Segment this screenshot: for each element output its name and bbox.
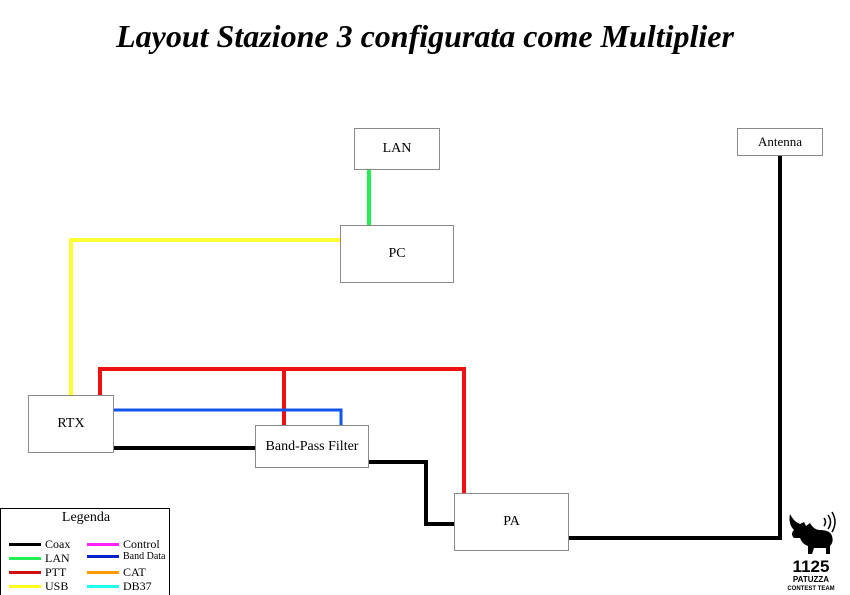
diagram-title: Layout Stazione 3 configurata come Multi… — [116, 18, 734, 54]
lan-node-label: LAN — [382, 141, 412, 156]
legend-title: Legenda — [61, 510, 111, 525]
pc-node: PC — [340, 225, 454, 283]
legend-item-db37: DB37 — [87, 579, 152, 594]
legend-label: LAN — [45, 551, 70, 565]
legend-item-ptt: PTT — [9, 565, 66, 580]
legend-label: DB37 — [123, 579, 152, 593]
legend-item-cat: CAT — [87, 565, 146, 580]
legend-swatch — [87, 585, 119, 588]
legend-item-control: Control — [87, 537, 160, 552]
legend-item-usb: USB — [9, 579, 68, 594]
legend-swatch — [9, 585, 41, 588]
logo-line2: CONTEST TEAM — [787, 586, 834, 592]
legend-swatch — [9, 557, 41, 560]
pc-node-label: PC — [388, 246, 406, 261]
legend-label: USB — [45, 579, 69, 593]
legend-swatch — [87, 571, 119, 574]
legend-swatch — [87, 543, 119, 546]
legend: Legenda Coax LAN PTT USB Control Band Da… — [0, 508, 170, 595]
legend-item-coax: Coax — [9, 537, 70, 552]
usb-cable — [69, 238, 341, 396]
rtx-node: RTX — [28, 395, 114, 453]
patuzza-logo: 1125 PATUZZA CONTEST TEAM — [787, 511, 836, 592]
legend-item-band-data: Band Data — [87, 551, 166, 562]
lan-node: LAN — [354, 128, 440, 170]
antenna-node: Antenna — [737, 128, 823, 156]
logo-line1: PATUZZA — [793, 575, 829, 584]
band-data-cable — [114, 408, 343, 426]
legend-label: PTT — [45, 565, 67, 579]
pa-node-label: PA — [503, 514, 520, 529]
rtx-node-label: RTX — [57, 416, 85, 431]
legend-label: CAT — [123, 565, 146, 579]
legend-label: Coax — [45, 537, 71, 551]
band-pass-filter-node-label: Band-Pass Filter — [265, 438, 359, 454]
legend-swatch — [9, 543, 41, 546]
antenna-node-label: Antenna — [757, 134, 803, 149]
legend-label: Control — [123, 537, 160, 551]
legend-label: Band Data — [123, 551, 166, 562]
pa-node: PA — [454, 493, 569, 551]
legend-item-lan: LAN — [9, 551, 70, 566]
band-pass-filter-node: Band-Pass Filter — [255, 425, 369, 468]
legend-swatch — [87, 555, 119, 558]
coax-pa-antenna — [569, 155, 782, 540]
bull-icon — [789, 511, 836, 554]
logo-number: 1125 — [793, 557, 830, 576]
coax-bpf-pa — [369, 460, 455, 526]
legend-swatch — [9, 571, 41, 574]
